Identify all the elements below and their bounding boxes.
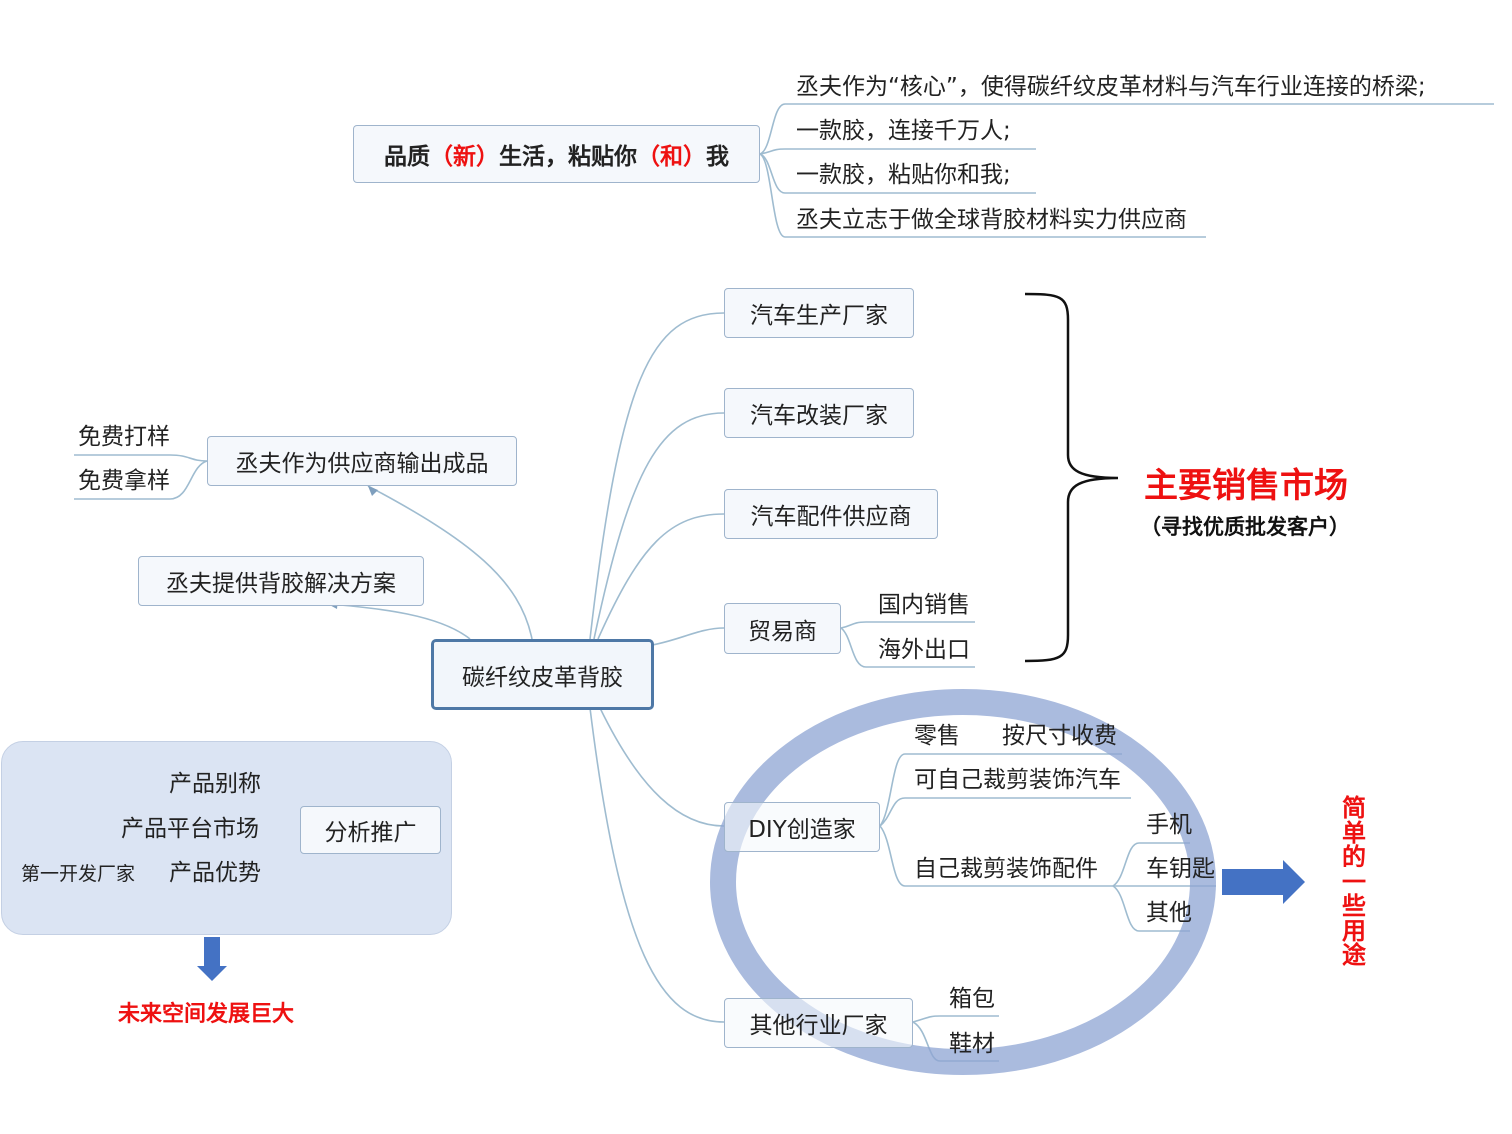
center-connector: [651, 627, 725, 646]
center-connector: [593, 412, 725, 640]
title-note-3: 一款胶，粘贴你和我;: [796, 162, 1011, 188]
market-title: 主要销售市场: [1144, 466, 1348, 506]
title-part4: （和）: [637, 144, 706, 170]
uses-label-char: 单: [1342, 818, 1366, 847]
branch-connector: [840, 627, 975, 668]
branch-connector: [840, 621, 975, 629]
analysis-child-platform: 产品平台市场: [121, 816, 259, 842]
analysis-child-advantage: 产品优势: [169, 860, 261, 886]
diy-node[interactable]: DIY创造家: [724, 802, 880, 852]
center-connector: [589, 312, 725, 640]
uses-label-char: 途: [1342, 941, 1366, 969]
title-part5: 我: [706, 144, 729, 170]
diy-car: 可自己裁剪装饰汽车: [914, 767, 1121, 793]
analysis-child-alias: 产品别称: [169, 771, 261, 797]
uses-label-char: 一: [1342, 867, 1366, 896]
title-note-1: 丞夫作为“核心”，使得碳纤纹皮革材料与汽车行业连接的桥梁;: [796, 74, 1426, 100]
diy-parts-other: 其他: [1146, 900, 1192, 926]
down-arrow-icon: [197, 937, 227, 981]
other-child-shoes: 鞋材: [949, 1031, 995, 1057]
branch-connector: [879, 753, 1122, 827]
solution-node[interactable]: 丞夫提供背胶解决方案: [138, 556, 424, 606]
car-mod-node[interactable]: 汽车改装厂家: [724, 388, 914, 438]
market-brace-icon: [1024, 292, 1119, 663]
title-note-4: 丞夫立志于做全球背胶材料实力供应商: [796, 207, 1187, 233]
diy-parts-phone: 手机: [1146, 812, 1192, 838]
branch-connector: [74, 454, 208, 462]
branch-connector: [1112, 885, 1190, 932]
car-parts-node[interactable]: 汽车配件供应商: [724, 489, 938, 539]
branch-connector: [74, 460, 208, 500]
supplier-child-take-sample: 免费拿样: [78, 468, 170, 494]
arrowhead-icon: [368, 486, 378, 496]
analysis-node[interactable]: 分析推广: [300, 806, 441, 854]
title-part1: 品质: [384, 144, 430, 170]
trader-child-domestic: 国内销售: [878, 592, 970, 618]
other-industry-node[interactable]: 其他行业厂家: [724, 998, 913, 1048]
supplier-node[interactable]: 丞夫作为供应商输出成品: [207, 436, 517, 486]
diy-parts: 自己裁剪装饰配件: [914, 856, 1098, 882]
future-label: 未来空间发展巨大: [118, 1002, 295, 1027]
title-part2: （新）: [430, 144, 499, 170]
center-connector: [367, 485, 533, 640]
branch-connector: [879, 797, 1131, 827]
uses-label-char: 简: [1342, 794, 1366, 822]
market-subtitle: （寻找优质批发客户）: [1140, 515, 1350, 539]
uses-label: 简单的一些用途: [1340, 796, 1368, 968]
branch-connector: [1112, 842, 1190, 887]
title-connector: [759, 148, 1036, 155]
title-note-2: 一款胶，连接千万人;: [796, 118, 1011, 144]
uses-label-char: 些: [1342, 892, 1366, 920]
supplier-child-sample: 免费打样: [78, 424, 170, 450]
center-connector: [599, 707, 725, 827]
car-maker-node[interactable]: 汽车生产厂家: [724, 288, 914, 338]
title-connector: [759, 153, 1206, 238]
center-connector: [589, 707, 725, 1023]
title-part3: 生活，粘贴你: [499, 144, 637, 170]
analysis-sub-first-developer: 第一开发厂家: [21, 863, 136, 885]
title-connector: [759, 103, 1494, 155]
center-connector: [597, 513, 725, 640]
right-arrow-icon: [1222, 860, 1305, 904]
uses-label-char: 用: [1342, 916, 1366, 945]
diy-retail-detail: 按尺寸收费: [1002, 723, 1117, 749]
branch-connector: [879, 825, 1113, 887]
branch-connector: [912, 1015, 999, 1023]
center-node[interactable]: 碳纤纹皮革背胶: [431, 639, 654, 710]
diy-highlight-ellipse: [710, 689, 1216, 1075]
diy-retail: 零售: [914, 723, 960, 749]
other-child-bags: 箱包: [949, 986, 995, 1012]
trader-child-export: 海外出口: [878, 637, 970, 663]
trader-node[interactable]: 贸易商: [724, 603, 841, 654]
uses-label-char: 的: [1342, 843, 1366, 871]
diy-parts-key: 车钥匙: [1146, 856, 1215, 882]
title-node[interactable]: 品质（新）生活，粘贴你（和）我: [353, 125, 760, 183]
center-connector: [327, 603, 471, 640]
